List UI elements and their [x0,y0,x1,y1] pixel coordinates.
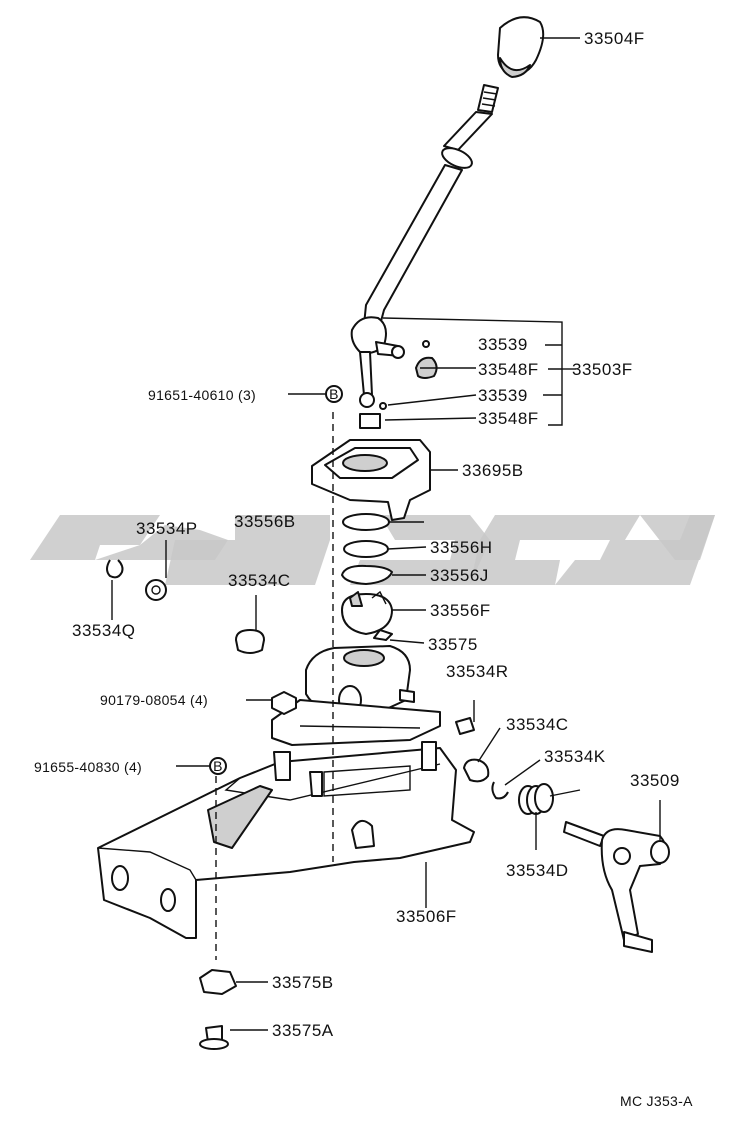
shift-bracket-33506F [97,741,475,939]
label-33556J: 33556J [430,566,489,585]
label-33534D: 33534D [506,861,569,880]
label-33539-upper: 33539 [478,335,528,354]
label-33504F: 33504F [584,29,645,48]
label-33556H: 33556H [430,538,493,557]
label-33695B: 33695B [462,461,524,480]
label-33534C-left: 33534C [228,571,291,590]
shift-knob [497,16,545,78]
bushing-33548F-lower [359,413,381,429]
svg-text:B: B [213,758,223,774]
label-33539-lower: 33539 [478,386,528,405]
spring-33534D [518,783,581,815]
washer-33534P [145,579,167,601]
label-91651: 91651-40610 (3) [148,387,256,403]
ball-33539-upper [422,340,430,348]
bushing-33534C-left [235,629,265,654]
label-33548F-lower: 33548F [478,409,539,428]
collar-33575A [199,1025,229,1050]
label-33556B: 33556B [234,512,296,531]
label-33556F: 33556F [430,601,491,620]
label-33534R: 33534R [446,662,509,681]
clip-33534K [491,781,509,800]
leader-lines [111,37,661,1031]
drawing-code: MC J353-A [620,1093,693,1109]
ring-33556J [341,564,393,585]
svg-text:B: B [329,386,339,402]
label-33509: 33509 [630,771,680,790]
clip-33534Q [106,559,124,579]
part-number-labels: 33504F 33539 33548F 33503F 91651-40610 (… [34,29,680,1040]
nut-90179 [271,691,297,715]
select-lever-33509 [563,821,670,953]
label-33575: 33575 [428,635,478,654]
label-33534K: 33534K [544,747,606,766]
label-33534P: 33534P [136,519,198,538]
bushing-33534C-right [463,758,490,783]
ring-33556B [342,513,390,531]
cushion-33575B [199,969,237,995]
label-33575A: 33575A [272,1021,334,1040]
label-33534Q: 33534Q [72,621,136,640]
ball-33539-lower [379,402,387,410]
shift-lever-rod [350,84,499,408]
boot-retainer-33695B [311,439,431,521]
label-90179: 90179-08054 (4) [100,692,208,708]
label-33548F-upper: 33548F [478,360,539,379]
lever-housing [271,645,441,746]
label-33534C-right: 33534C [506,715,569,734]
bolt-marker-lower: B [209,757,227,775]
label-91655: 91655-40830 (4) [34,759,142,775]
bushing-33534R [455,717,475,735]
label-33575B: 33575B [272,973,334,992]
label-33506F: 33506F [396,907,457,926]
label-33503F: 33503F [572,360,633,379]
ring-33556H [343,540,389,558]
seat-33556F [341,590,393,641]
bolt-marker-upper: B [325,385,343,403]
